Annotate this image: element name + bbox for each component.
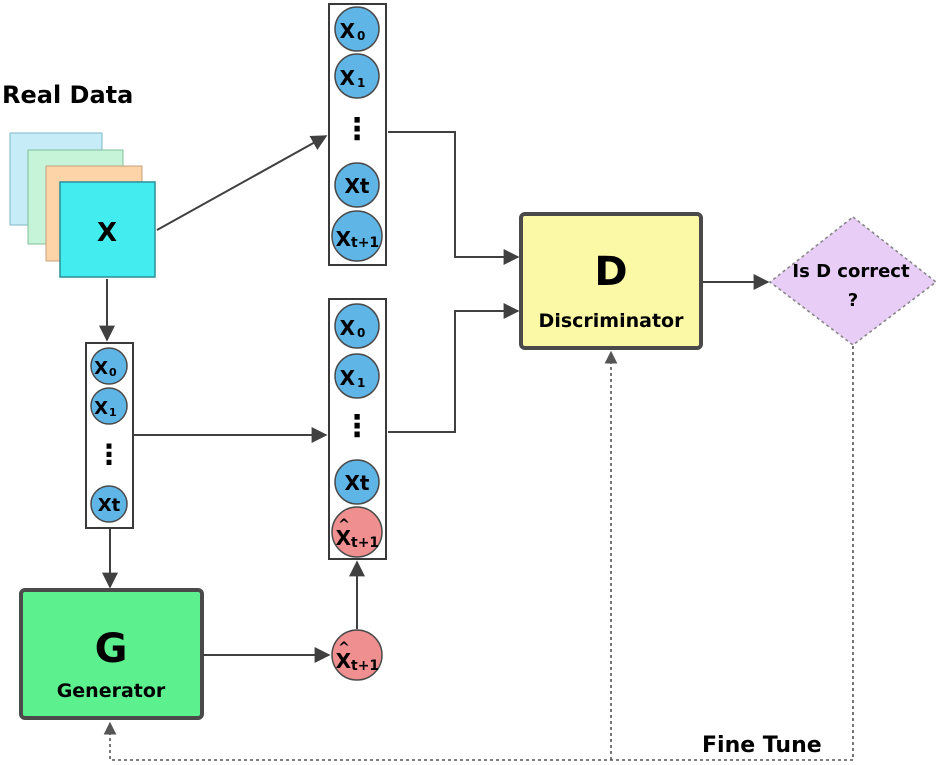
input-sequence-column: X 0 X 1 ⋮ Xt (85, 342, 134, 529)
decision-shape (768, 215, 938, 347)
node-x0-label: X (94, 358, 108, 379)
node-x1-sub: 1 (357, 76, 365, 90)
ellipsis: ⋮ (342, 409, 372, 444)
real-data-stack: X (9, 132, 156, 278)
arrow-generated-to-discriminator (388, 303, 520, 433)
node-xhat-sub: t+1 (351, 535, 379, 551)
node-x1-label: X (340, 66, 356, 90)
node-x0-sub: 0 (357, 326, 365, 340)
node-x1-sub: 1 (109, 406, 117, 419)
fine-tune-to-generator (103, 346, 854, 761)
node-xt (90, 485, 128, 523)
node-x1 (334, 353, 380, 399)
decision-diamond: Is D correct ? (768, 215, 938, 347)
node-xhat-t1 (331, 629, 383, 681)
discriminator-rect (519, 212, 703, 350)
node-xhat-sub: t+1 (351, 658, 379, 674)
node-x1 (334, 53, 380, 99)
node-x0-sub: 0 (109, 366, 117, 379)
node-xhat-label: X (336, 649, 352, 673)
node-x0-label: X (340, 19, 356, 43)
node-x0 (334, 6, 380, 52)
node-x0 (334, 303, 380, 349)
node-x0-label: X (340, 316, 356, 340)
data-card-front (59, 181, 156, 278)
generated-output-node: ^ X t+1 (331, 629, 383, 681)
decision-text-line2: ? (848, 290, 858, 311)
ellipsis: ⋮ (342, 112, 372, 147)
real-data-label: Real Data (2, 81, 133, 109)
fine-tune-feedback (103, 346, 854, 761)
generator-rect (19, 588, 204, 720)
node-x1-label: X (94, 398, 108, 419)
node-xt-label: Xt (345, 471, 370, 495)
real-sequence-column: X 0 X 1 ⋮ Xt X t+1 (328, 3, 387, 266)
generator-box: G Generator (19, 588, 204, 720)
node-xt-label: Xt (345, 174, 370, 198)
arrow-real-to-discriminator (388, 131, 520, 265)
ellipsis: ⋮ (95, 438, 123, 471)
node-x0 (90, 347, 128, 385)
node-xt1-label: X (336, 227, 352, 251)
node-x1-sub: 1 (357, 376, 365, 390)
decision-text-line1: Is D correct (792, 261, 910, 282)
node-xhat-t1 (331, 506, 383, 558)
connectors (99, 131, 770, 663)
node-xt1 (331, 210, 383, 262)
discriminator-name: Discriminator (539, 310, 685, 332)
node-x1 (90, 387, 128, 425)
node-x0-sub: 0 (357, 29, 365, 43)
discriminator-box: D Discriminator (519, 212, 703, 350)
fine-tune-label: Fine Tune (702, 733, 822, 758)
node-xt-label: Xt (98, 495, 121, 516)
discriminator-symbol: D (594, 249, 627, 295)
input-card-label: X (97, 218, 117, 248)
generator-name: Generator (57, 680, 166, 702)
generated-sequence-column: X 0 X 1 ⋮ Xt ^ X t+1 (328, 298, 387, 560)
node-x1-label: X (340, 366, 356, 390)
node-xt1-sub: t+1 (351, 235, 379, 251)
arrow-data-to-real-column (156, 135, 328, 231)
node-xhat-label: X (336, 526, 352, 550)
node-xt (334, 459, 380, 505)
node-xt (334, 162, 380, 208)
hat-mark: ^ (338, 640, 350, 656)
generator-symbol: G (95, 626, 128, 672)
hat-mark: ^ (338, 517, 350, 533)
